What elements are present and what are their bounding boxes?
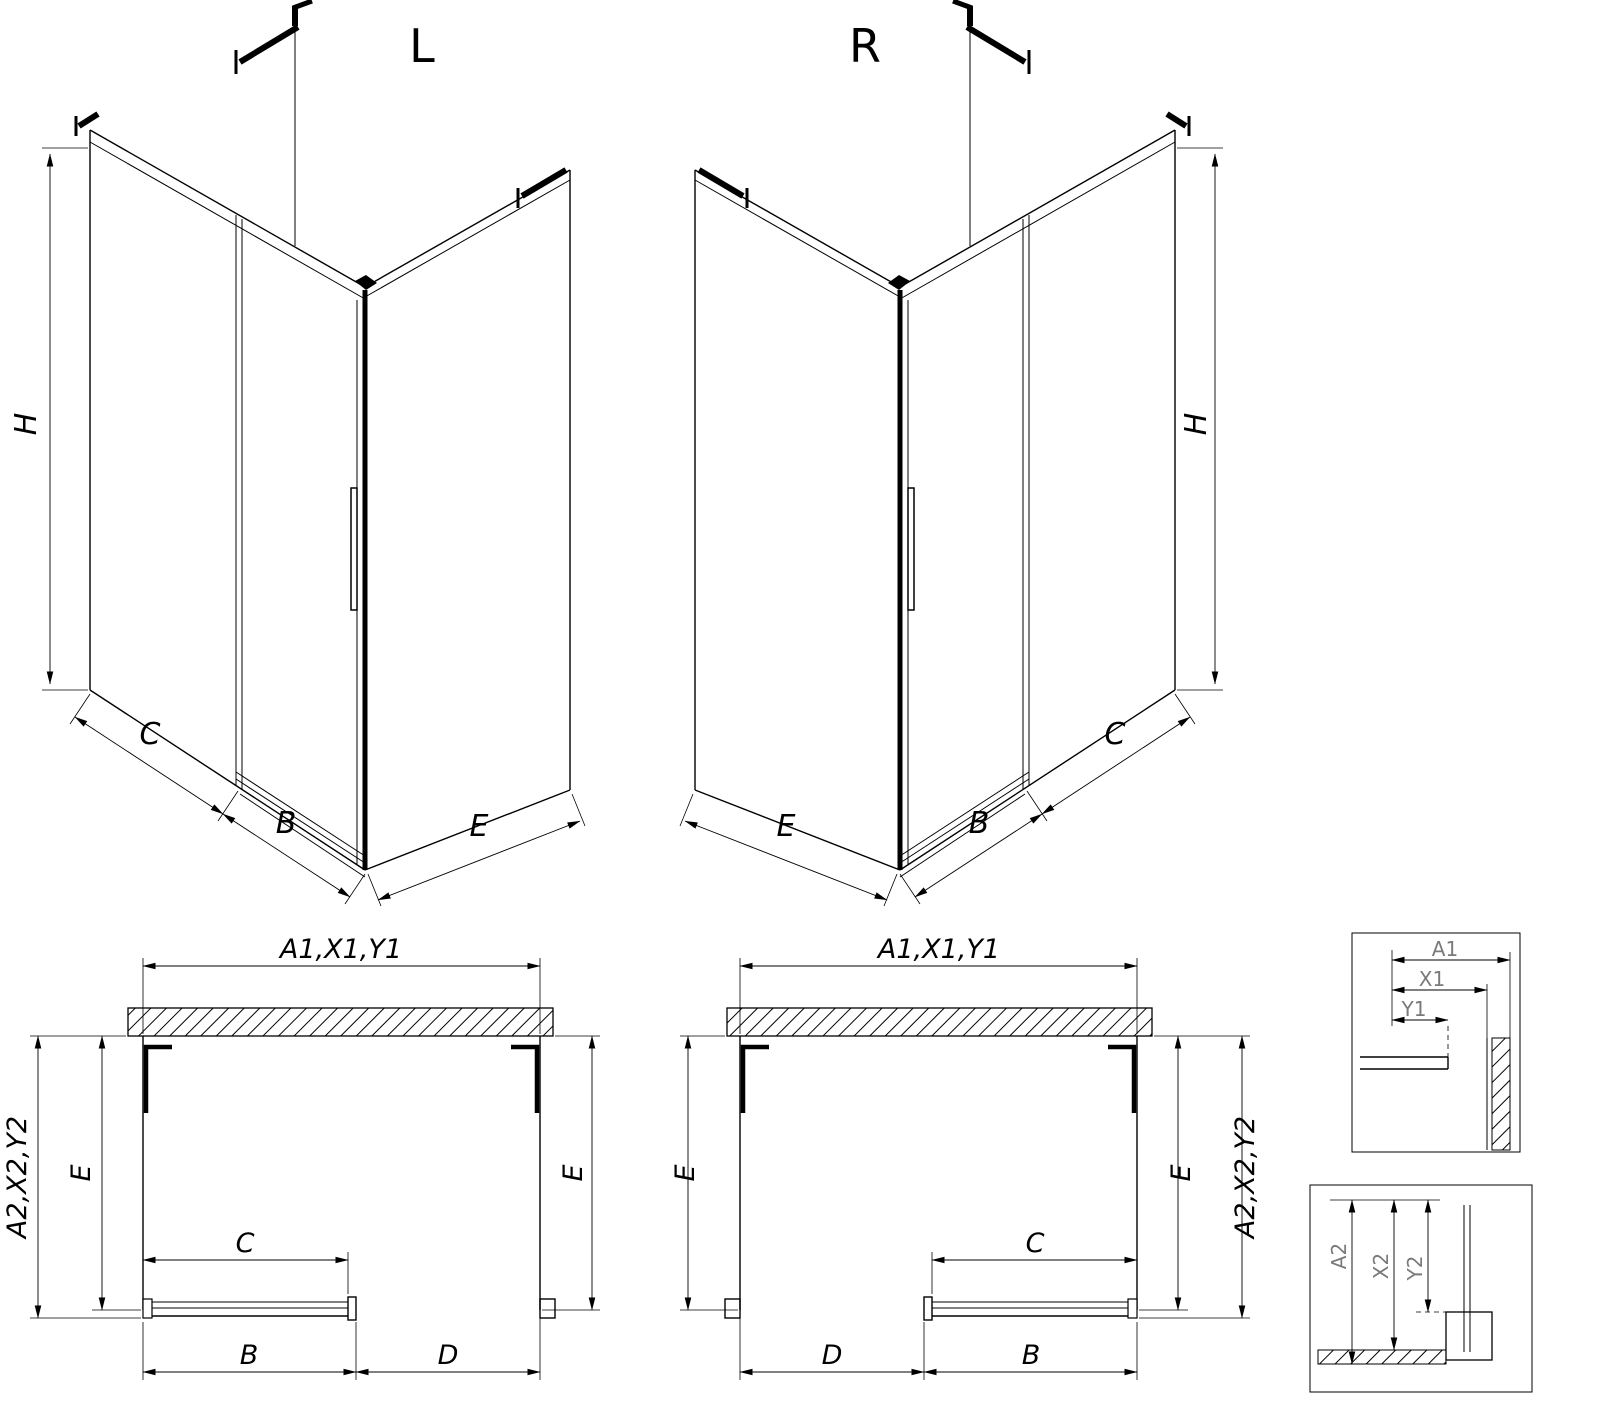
iso-left-dim-b-label: B — [276, 806, 297, 841]
wall-hatch-left — [127, 1007, 554, 1037]
plan-right-view: A1,X1,Y1 A2,X2,Y2 E E C D B — [670, 934, 1261, 1380]
wall-hatch-right — [726, 1007, 1153, 1037]
detail-bottom-frame — [1309, 1184, 1533, 1393]
iso-left-view: L H C B E — [9, 1, 585, 906]
plan-right-dim-c-label: C — [1026, 1228, 1045, 1259]
detail-bottom-y2-label: Y2 — [1403, 1256, 1427, 1282]
iso-right-cabin — [680, 1, 1223, 906]
plan-right-dim-e-right-label: E — [1166, 1164, 1197, 1181]
plan-left-dim-c-label: C — [236, 1228, 255, 1259]
plan-left-dim-width-label: A1,X1,Y1 — [278, 934, 402, 965]
wall-section-hatch — [1491, 1037, 1511, 1151]
detail-top-view: A1 X1 Y1 — [1351, 932, 1521, 1153]
iso-left-cabin — [42, 1, 585, 906]
detail-top-y1-label: Y1 — [1401, 997, 1427, 1021]
iso-left-title: L — [409, 19, 435, 73]
detail-bottom-view: A2 X2 Y2 — [1309, 1184, 1533, 1393]
plan-right-dim-depth-label: A2,X2,Y2 — [1230, 1116, 1261, 1240]
plan-left-dim-b-label: B — [240, 1340, 259, 1371]
bottom-profile-section — [1445, 1311, 1493, 1361]
detail-top-a1-label: A1 — [1432, 937, 1458, 961]
iso-left-dim-h-label: H — [9, 413, 44, 436]
iso-right-view: R H C B E — [680, 1, 1223, 906]
iso-right-dim-e-label: E — [777, 809, 796, 844]
iso-left-dim-e-label: E — [470, 809, 489, 844]
detail-top-x1-label: X1 — [1419, 967, 1445, 991]
detail-bottom-a2-label: A2 — [1327, 1243, 1351, 1269]
floor-section-hatch — [1317, 1349, 1447, 1365]
plan-right-dim-e-left-label: E — [670, 1164, 701, 1181]
plan-left-dim-d-label: D — [438, 1340, 459, 1371]
detail-top-frame — [1351, 932, 1521, 1153]
plan-right-dim-width-label: A1,X1,Y1 — [876, 934, 1000, 965]
detail-bottom-x2-label: X2 — [1369, 1253, 1393, 1279]
plan-right-dim-d-label: D — [822, 1340, 843, 1371]
iso-left-dim-c-label: C — [140, 717, 161, 752]
plan-left-dim-e-left-label: E — [66, 1164, 97, 1181]
iso-right-dim-h-label: H — [1179, 413, 1214, 436]
iso-right-dim-b-label: B — [969, 806, 990, 841]
plan-left-dim-depth-label: A2,X2,Y2 — [2, 1116, 33, 1240]
plan-left-view: A1,X1,Y1 A2,X2,Y2 E E C B D — [2, 934, 600, 1380]
iso-right-title: R — [849, 19, 881, 73]
plan-right-dim-b-label: B — [1022, 1340, 1041, 1371]
plan-left-dim-e-right-label: E — [558, 1164, 589, 1181]
iso-right-dim-c-label: C — [1105, 717, 1126, 752]
